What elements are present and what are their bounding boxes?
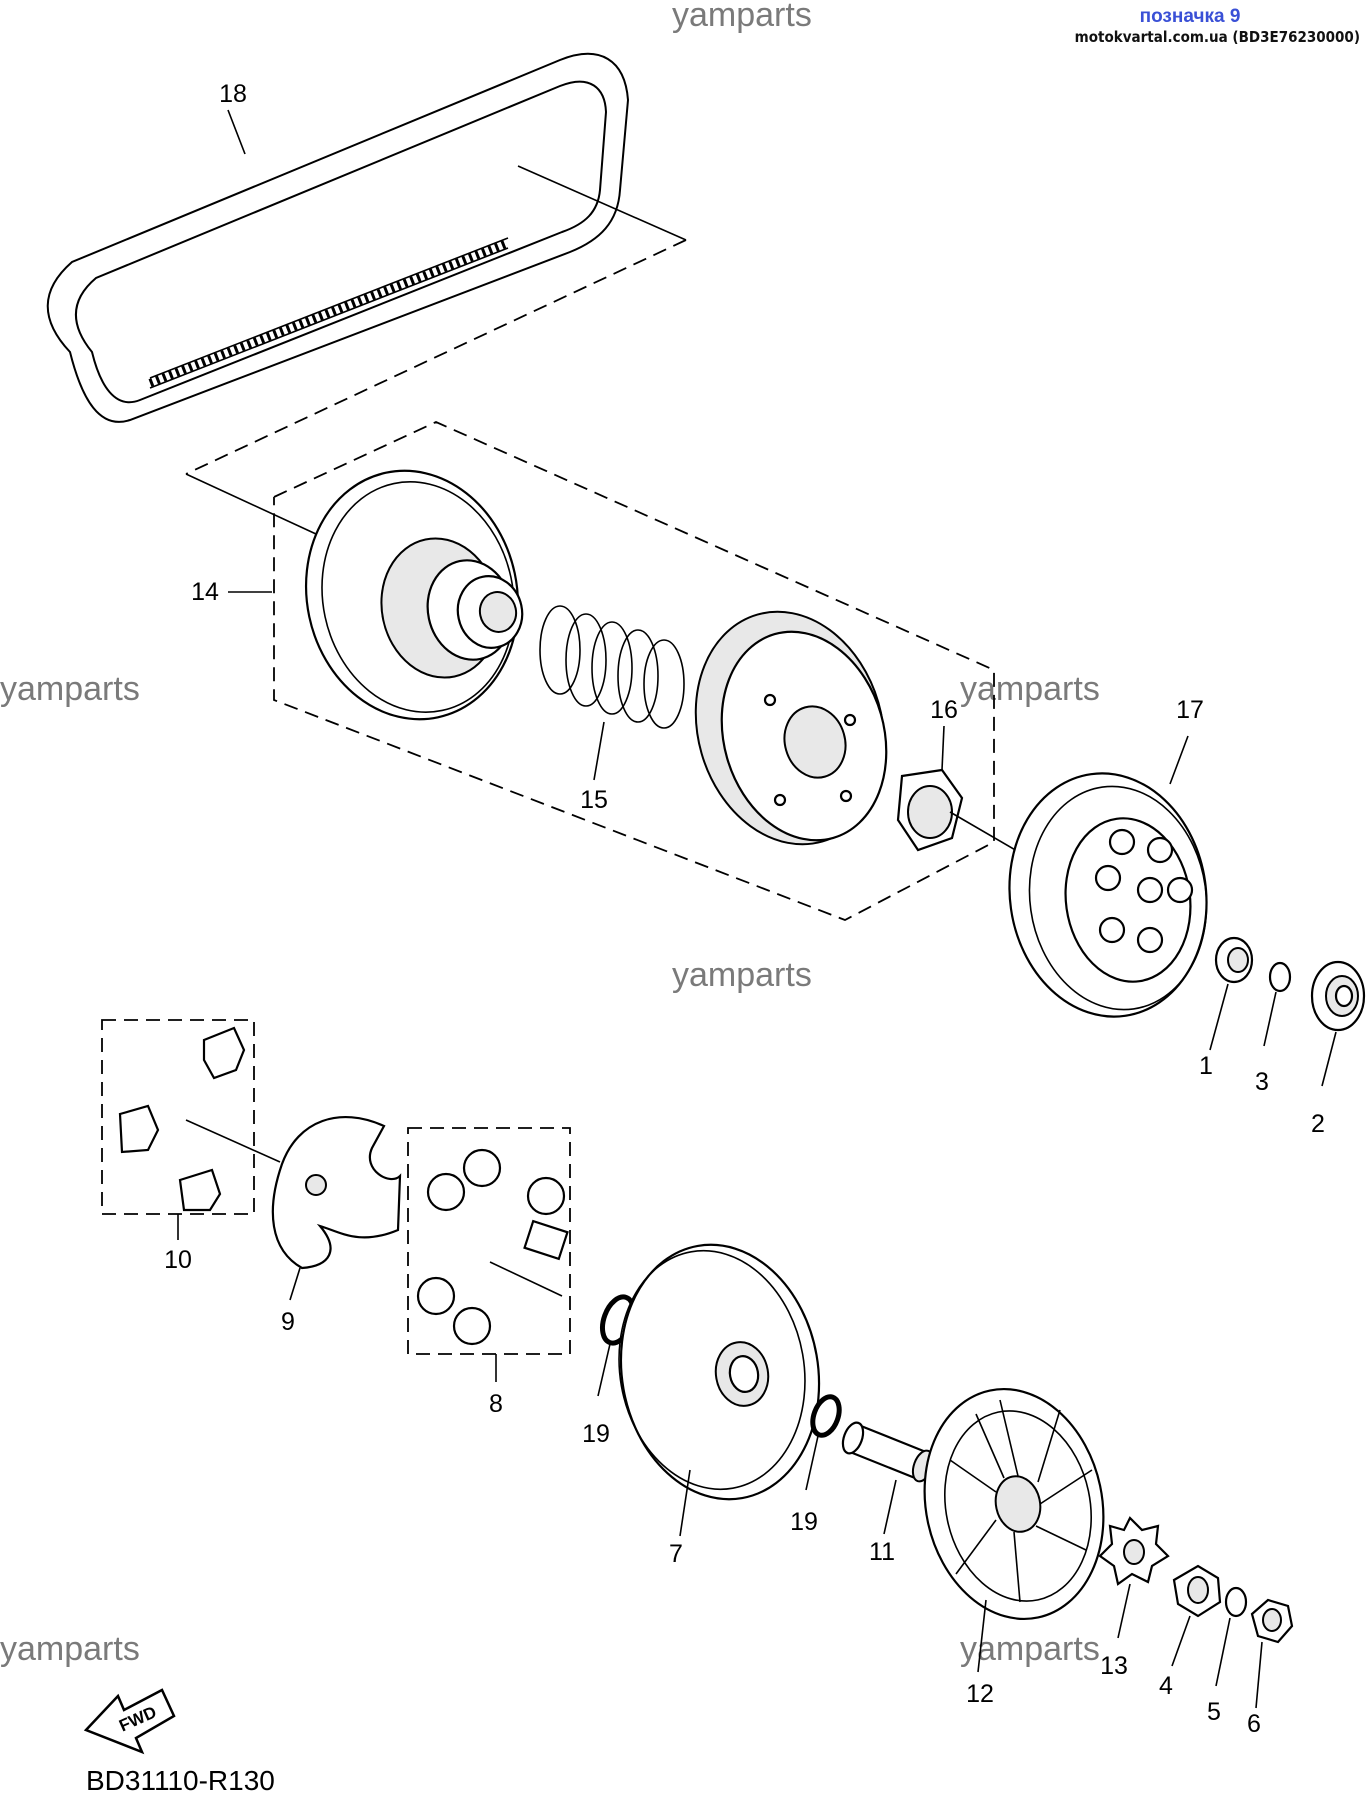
leader-line [227, 109, 246, 155]
leader-line [1209, 983, 1229, 1051]
slider-piece [118, 1026, 246, 1212]
callout-12: 12 [966, 1680, 994, 1708]
leader-line [1169, 735, 1189, 785]
bearing [1310, 960, 1366, 1087]
callout-13: 13 [1100, 1652, 1128, 1680]
leader-line [289, 1267, 301, 1301]
center-line [185, 1119, 281, 1163]
leader-line [597, 1343, 611, 1397]
center-line [517, 165, 687, 241]
callout-16: 16 [930, 696, 958, 724]
nut [1171, 1564, 1222, 1667]
leader-line [883, 1479, 897, 1535]
callout-1: 1 [1199, 1052, 1213, 1080]
diagram-code: BD31110-R130 [86, 1765, 275, 1796]
callout-8: 8 [489, 1390, 503, 1418]
callout-2: 2 [1311, 1110, 1325, 1138]
weight-roller [416, 1148, 569, 1346]
leader-line [805, 1435, 819, 1491]
forward-arrow-icon: FWD [83, 1688, 176, 1755]
collar [1209, 936, 1254, 1051]
callout-7: 7 [669, 1540, 683, 1568]
center-line [185, 239, 687, 475]
watermark: yamparts [960, 670, 1100, 708]
badge-label: позначка 9 [1140, 6, 1241, 27]
callout-4: 4 [1159, 1672, 1173, 1700]
watermark: yamparts [672, 956, 812, 994]
flange-nut [1250, 1598, 1294, 1709]
callout-14: 14 [191, 578, 219, 606]
washer [1263, 961, 1292, 1047]
leader-line [1255, 1641, 1263, 1709]
leader-line [1171, 1615, 1191, 1667]
v-belt [46, 52, 687, 475]
clutch-carrier [694, 610, 888, 846]
star-washer [1098, 1516, 1170, 1639]
watermark: yamparts [672, 0, 812, 34]
leader-line [1263, 991, 1277, 1047]
center-line [489, 1261, 563, 1297]
watermark: yamparts [0, 1630, 140, 1668]
callout-3: 3 [1255, 1068, 1269, 1096]
callout-11: 11 [869, 1538, 895, 1566]
compression-spring [539, 605, 685, 781]
weight-roller-group-boundary [407, 1127, 571, 1355]
fixed-sheave-fan [923, 1387, 1105, 1673]
callout-10: 10 [164, 1246, 192, 1274]
leader-line [941, 725, 945, 771]
callout-15: 15 [580, 786, 608, 814]
sleeve-collar [841, 1421, 935, 1535]
clutch-nut [896, 725, 964, 852]
callout-9: 9 [281, 1308, 295, 1336]
watermark: yamparts [960, 1630, 1100, 1668]
callout-19: 19 [582, 1420, 610, 1448]
watermark: yamparts [0, 670, 140, 708]
leader-line [1117, 1583, 1131, 1639]
leader-line [1321, 1031, 1337, 1087]
center-line [185, 473, 317, 535]
leader-line [977, 1599, 987, 1673]
washer [1215, 1586, 1248, 1687]
movable-sheave [618, 1243, 821, 1537]
clutch-housing [1008, 735, 1208, 1018]
callout-6: 6 [1247, 1710, 1261, 1738]
callout-5: 5 [1207, 1698, 1221, 1726]
secondary-sheave [304, 469, 524, 721]
callout-19: 19 [790, 1508, 818, 1536]
assembly-boundary [273, 421, 995, 921]
source-label: motokvartal.com.ua (BD3E76230000) [1075, 28, 1360, 46]
callout-18: 18 [219, 80, 247, 108]
o-ring [805, 1394, 842, 1491]
callout-17: 17 [1176, 696, 1204, 724]
leader-line [593, 721, 605, 781]
leader-line [1215, 1617, 1231, 1687]
ramp-plate [271, 1116, 402, 1301]
leader-line [679, 1469, 691, 1537]
